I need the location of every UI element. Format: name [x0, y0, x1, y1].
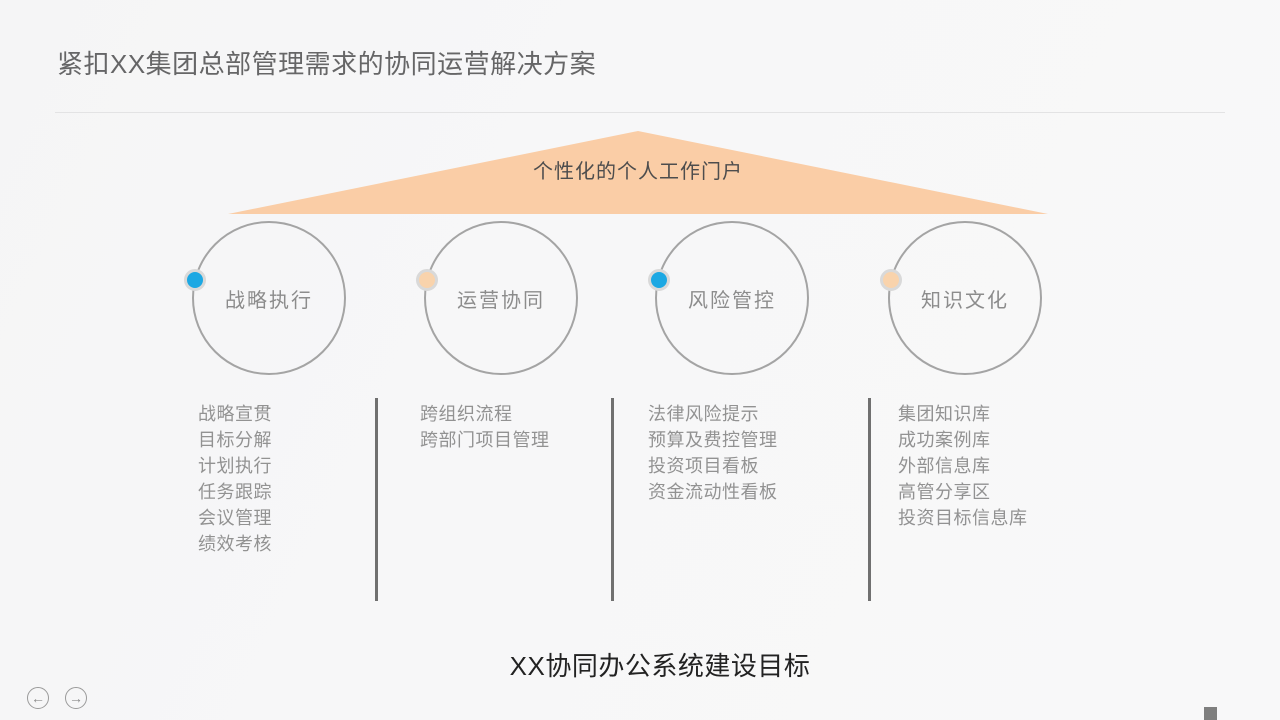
- list-item: 外部信息库: [898, 456, 991, 476]
- list-item: 预算及费控管理: [648, 430, 778, 450]
- portal-triangle-label: 个性化的个人工作门户: [533, 161, 743, 183]
- list-item: 集团知识库: [898, 404, 991, 424]
- list-item: 会议管理: [198, 508, 272, 528]
- list-item: 高管分享区: [898, 482, 991, 502]
- list-divider: [375, 398, 378, 601]
- list-item: 投资目标信息库: [898, 508, 1028, 528]
- arrow-left-icon: ←: [31, 690, 45, 706]
- next-slide-button[interactable]: →: [65, 687, 87, 709]
- pillar-circle-label: 风险管控: [688, 289, 776, 312]
- list-item: 目标分解: [198, 430, 272, 450]
- pillar-circle-label: 战略执行: [225, 289, 313, 312]
- pillar-list-strategy: 战略宣贯 目标分解 计划执行 任务跟踪 会议管理 绩效考核: [198, 401, 272, 557]
- page-title: 紧扣XX集团总部管理需求的协同运营解决方案: [57, 49, 597, 79]
- scrollbar-thumb[interactable]: [1204, 707, 1217, 720]
- pillar-list-risk: 法律风险提示 预算及费控管理 投资项目看板 资金流动性看板: [648, 401, 778, 505]
- list-item: 资金流动性看板: [648, 482, 778, 502]
- list-item: 任务跟踪: [198, 482, 272, 502]
- footer-title: XX协同办公系统建设目标: [509, 651, 811, 681]
- pillar-circle-label: 运营协同: [457, 289, 545, 312]
- list-item: 绩效考核: [198, 534, 272, 554]
- pillar-list-operation: 跨组织流程 跨部门项目管理: [420, 401, 550, 453]
- pillar-circle-risk: 风险管控: [655, 221, 809, 375]
- arrow-right-icon: →: [69, 690, 83, 706]
- list-divider: [868, 398, 871, 601]
- pillar-circle-strategy: 战略执行: [192, 221, 346, 375]
- circle-dot-blue: [184, 269, 206, 291]
- list-item: 跨组织流程: [420, 404, 513, 424]
- list-item: 法律风险提示: [648, 404, 759, 424]
- list-item: 计划执行: [198, 456, 272, 476]
- circle-dot-peach: [880, 269, 902, 291]
- pillar-list-knowledge: 集团知识库 成功案例库 外部信息库 高管分享区 投资目标信息库: [898, 401, 1028, 531]
- pillar-circle-label: 知识文化: [921, 289, 1009, 312]
- circle-dot-blue: [648, 269, 670, 291]
- list-divider: [611, 398, 614, 601]
- circle-dot-peach: [416, 269, 438, 291]
- list-item: 跨部门项目管理: [420, 430, 550, 450]
- list-item: 战略宣贯: [198, 404, 272, 424]
- title-divider: [55, 112, 1225, 113]
- prev-slide-button[interactable]: ←: [27, 687, 49, 709]
- list-item: 投资项目看板: [648, 456, 759, 476]
- list-item: 成功案例库: [898, 430, 991, 450]
- pillar-circle-operation: 运营协同: [424, 221, 578, 375]
- pillar-circle-knowledge: 知识文化: [888, 221, 1042, 375]
